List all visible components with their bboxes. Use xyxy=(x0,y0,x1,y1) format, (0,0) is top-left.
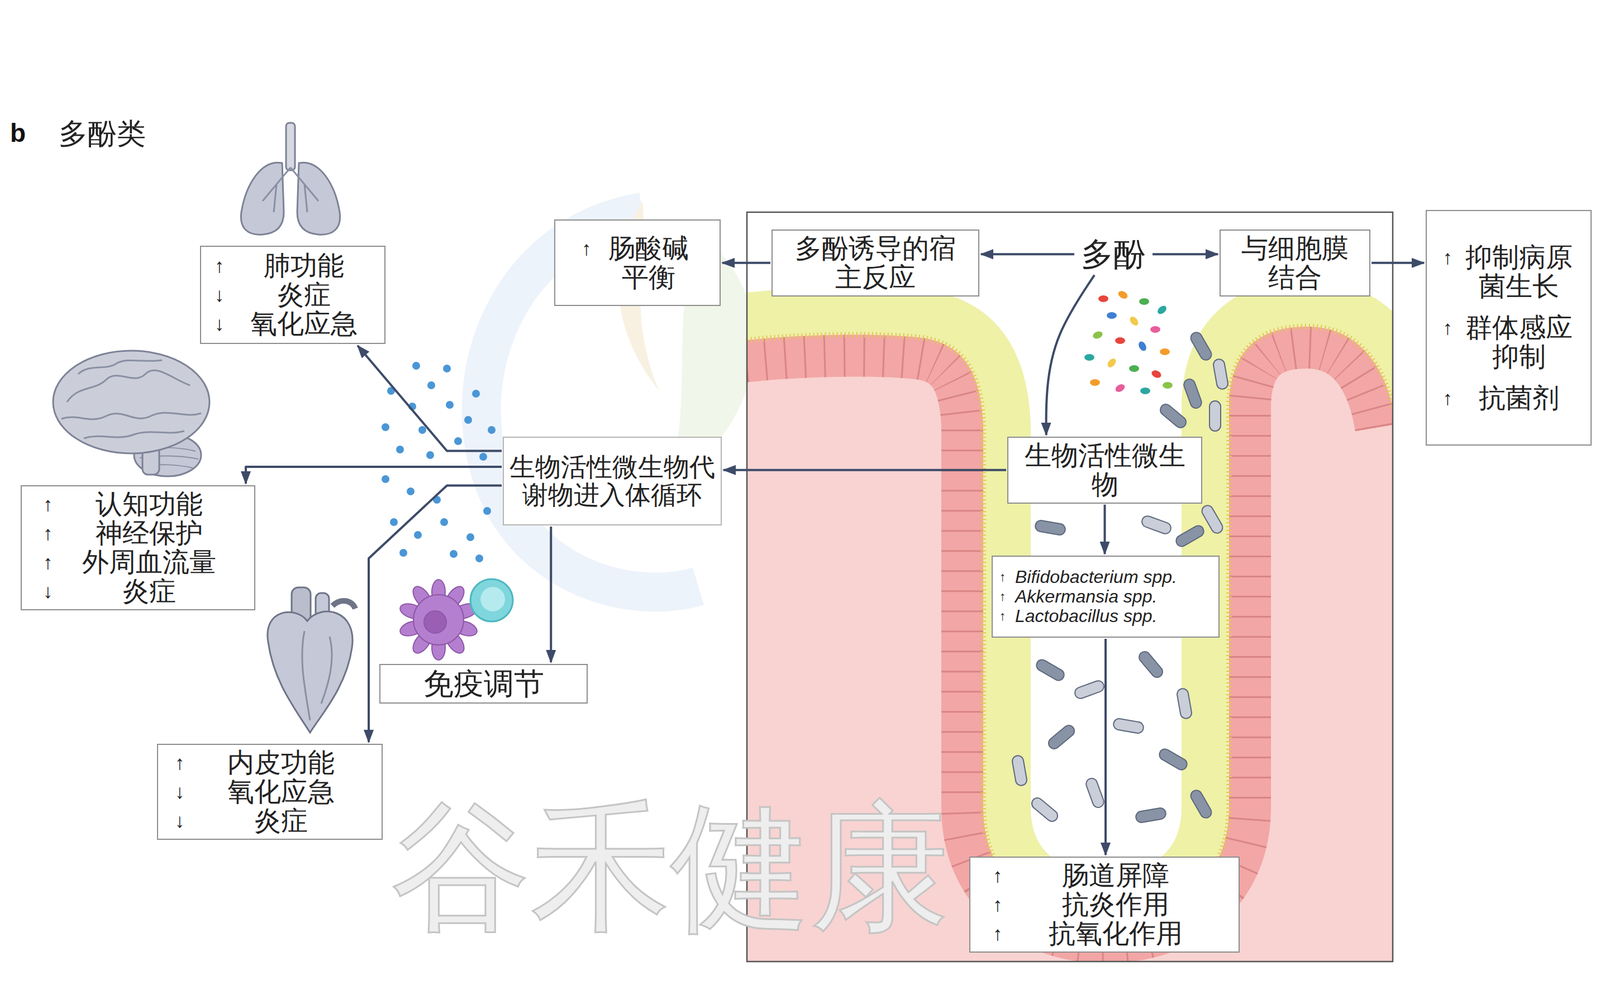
process-box: 生物活性微生物 xyxy=(1007,436,1203,504)
node-label: Bifidobacterium spp. xyxy=(1015,567,1178,588)
trend-arrow: ↑ xyxy=(43,518,66,549)
node-label: 氧化应急 xyxy=(197,777,365,807)
trend-arrow: ↑ xyxy=(43,548,66,578)
dot-spray xyxy=(381,362,496,563)
trend-arrow: ↑ xyxy=(1443,243,1464,302)
node-label: Akkermansia spp. xyxy=(1015,587,1178,607)
brain-icon xyxy=(53,350,210,477)
trend-arrow: ↓ xyxy=(43,577,66,607)
flow-arrow xyxy=(1371,262,1425,265)
effect-box: ↑肠酸碱平衡 xyxy=(554,219,721,307)
flow-arrow xyxy=(245,467,502,484)
flow-arrow xyxy=(1152,253,1218,256)
node-label: 生物活性微生物 xyxy=(1019,441,1190,500)
node-label: 与细胞膜结合 xyxy=(1237,234,1353,293)
trend-arrow: ↑ xyxy=(1443,313,1464,372)
source-label: 多酚 xyxy=(1075,234,1152,275)
node-label: 炎症 xyxy=(197,806,365,836)
node-label: 炎症 xyxy=(65,577,233,607)
trend-arrow: ↑ xyxy=(43,489,66,519)
node-label: 免疫调节 xyxy=(423,667,545,700)
lung-icon xyxy=(240,122,340,235)
flow-arrow xyxy=(368,485,502,743)
flow-arrow xyxy=(981,253,1075,256)
node-label: 肠酸碱平衡 xyxy=(603,234,694,293)
effect-box: 免疫调节 xyxy=(379,664,588,704)
trend-arrow: ↓ xyxy=(174,777,198,807)
process-box: 生物活性微生物代谢物进入体循环 xyxy=(502,436,722,526)
trend-arrow: ↑ xyxy=(992,919,1016,949)
trend-arrow: ↑ xyxy=(174,748,198,778)
effect-box: ↑内皮功能↓氧化应急↓炎症 xyxy=(156,744,383,841)
effect-box: ↑抑制病原菌生长↑群体感应抑制↑抗菌剂 xyxy=(1425,210,1592,446)
panel-letter: b xyxy=(10,118,26,149)
node-label: 多酚诱导的宿主反应 xyxy=(789,234,962,293)
trend-arrow: ↑ xyxy=(999,606,1016,627)
flow-arrow xyxy=(1104,639,1107,856)
node-label: 抑制病原菌生长 xyxy=(1463,243,1575,302)
trend-arrow: ↑ xyxy=(581,234,604,293)
heart-icon xyxy=(267,587,356,733)
node-label: 炎症 xyxy=(236,280,371,310)
trend-arrow: ↑ xyxy=(999,587,1016,607)
node-label: 肠道屏障 xyxy=(1015,861,1217,891)
node-label: 肺功能 xyxy=(236,251,371,281)
node-label: 外周血流量 xyxy=(65,548,233,578)
trend-arrow: ↑ xyxy=(214,251,237,281)
trend-arrow: ↓ xyxy=(214,280,237,310)
flow-arrow xyxy=(722,262,771,265)
trend-arrow: ↑ xyxy=(1443,383,1464,413)
node-label: 生物活性微生物代谢物进入体循环 xyxy=(509,453,716,509)
effect-box: ↑肺功能↓炎症↓氧化应急 xyxy=(200,245,386,345)
logo-watermark xyxy=(481,201,755,593)
flow-arrow xyxy=(357,345,502,451)
trend-arrow: ↑ xyxy=(992,890,1016,920)
node-label: 多酚 xyxy=(1081,236,1146,273)
process-box: 多酚诱导的宿主反应 xyxy=(771,229,980,297)
node-label: 认知功能 xyxy=(65,489,233,519)
microbe-box: ↑Bifidobacterium spp.↑Akkermansia spp.↑L… xyxy=(991,555,1220,638)
node-label: 抗菌剂 xyxy=(1463,383,1575,413)
node-label: Lactobacillus spp. xyxy=(1015,606,1178,627)
node-label: 内皮功能 xyxy=(197,748,365,778)
trend-arrow: ↓ xyxy=(214,309,237,339)
polyphenol-particles xyxy=(1084,289,1173,395)
effect-box: ↑肠道屏障↑抗炎作用↑抗氧化作用 xyxy=(969,856,1240,954)
trend-arrow: ↑ xyxy=(992,861,1016,891)
flow-arrow xyxy=(1103,505,1107,555)
trend-arrow: ↓ xyxy=(174,806,198,836)
flow-arrow xyxy=(549,526,552,663)
process-box: 与细胞膜结合 xyxy=(1219,229,1371,297)
watermark: 谷禾健康 xyxy=(391,787,950,949)
node-label: 抗氧化作用 xyxy=(1015,919,1217,949)
node-label: 氧化应急 xyxy=(236,309,371,339)
node-label: 抗炎作用 xyxy=(1015,890,1217,920)
immune-cells xyxy=(398,579,513,661)
panel-title: 多酚类 xyxy=(58,116,146,151)
flow-arrow xyxy=(723,469,1007,472)
trend-arrow: ↑ xyxy=(999,567,1016,588)
effect-box: ↑认知功能↑神经保护↑外周血流量↓炎症 xyxy=(20,485,256,611)
node-label: 群体感应抑制 xyxy=(1463,313,1575,372)
node-label: 神经保护 xyxy=(65,518,233,549)
flow-arrow xyxy=(1046,275,1095,436)
